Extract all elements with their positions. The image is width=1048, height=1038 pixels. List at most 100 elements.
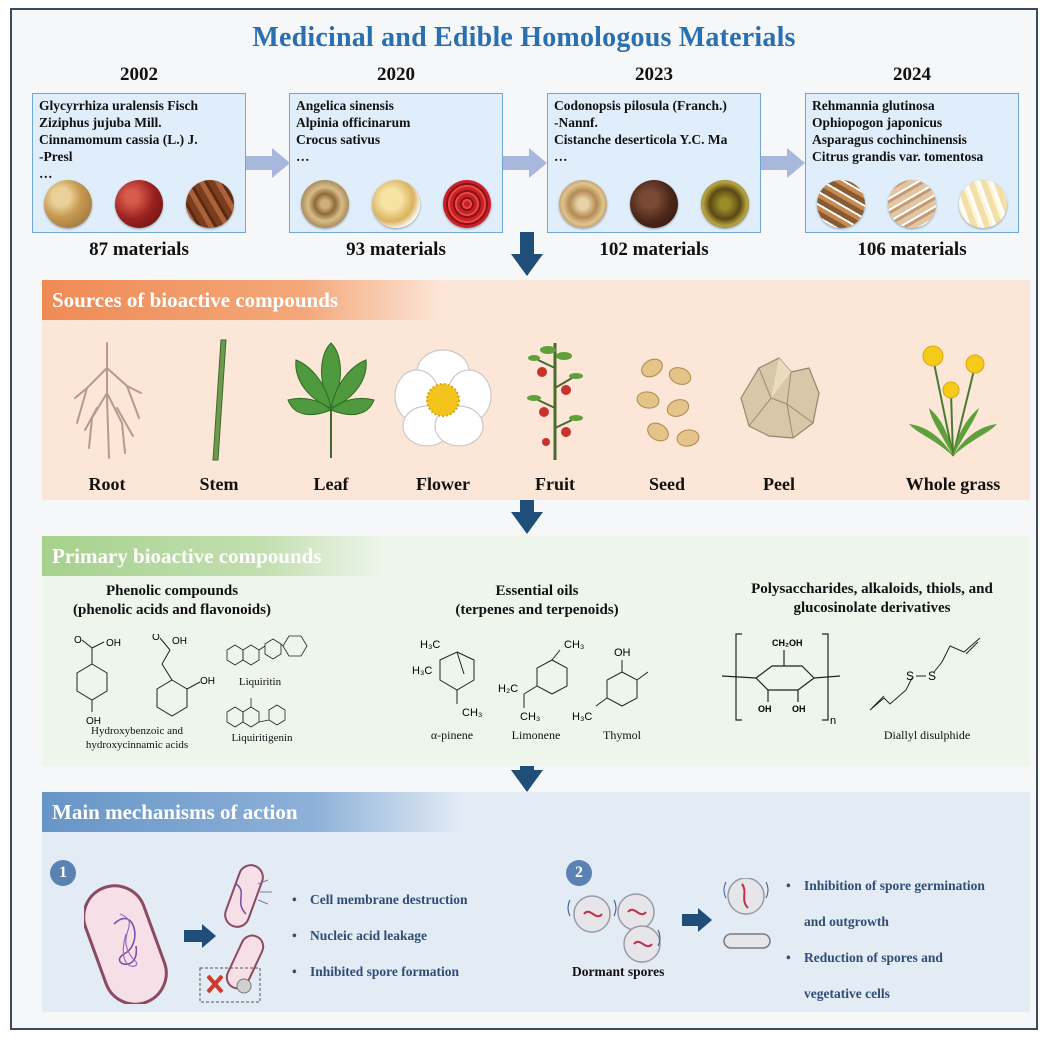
svg-text:OH: OH [614, 647, 631, 659]
molecule-label: Hydroxybenzoic and [91, 725, 183, 737]
source-label: Flower [416, 474, 470, 494]
down-arrow-icon [511, 490, 543, 534]
mechanism-item: •Reduction of spores and [786, 950, 943, 965]
count-2020: 93 materials [346, 239, 446, 260]
cistanche-image [629, 180, 678, 228]
material-name: Crocus sativus [296, 132, 381, 147]
svg-text:S: S [906, 669, 914, 683]
timeline-arrow-icon [761, 148, 805, 178]
source-leaf: Leaf [276, 338, 386, 494]
material-name: Rehmannia glutinosa [812, 98, 935, 113]
svg-text:OH: OH [106, 638, 121, 649]
svg-text:OH: OH [758, 704, 772, 714]
saffron-image [442, 180, 491, 228]
root-icon [74, 342, 142, 459]
seed-icon [636, 358, 700, 447]
year-2023: 2023 [635, 64, 673, 85]
group-title-line: (terpenes and terpenoids) [455, 602, 619, 618]
material-name: Citrus grandis var. tomentosa [812, 149, 984, 164]
group-title-line: glucosinolate derivatives [793, 600, 951, 616]
material-name: -Nannf. [554, 115, 598, 130]
svg-text:H₃C: H₃C [412, 665, 432, 677]
citrus-peel-image [958, 180, 1007, 228]
source-label: Seed [649, 474, 685, 494]
timeline-arrow-icon [503, 148, 547, 178]
svg-text:OH: OH [200, 676, 215, 687]
liquiritigenin-label: Liquiritigenin [231, 732, 293, 744]
material-name: … [39, 166, 53, 181]
mechanisms-section-title: Main mechanisms of action [42, 792, 462, 832]
dormant-spores-label: Dormant spores [572, 964, 665, 979]
angelica-slices-image [301, 180, 350, 228]
group-title-line: Polysaccharides, alkaloids, thiols, and [751, 581, 993, 597]
thymol-label: Thymol [603, 728, 641, 742]
source-fruit: Fruit [500, 338, 610, 494]
material-name: … [296, 149, 310, 164]
source-seed: Seed [612, 338, 722, 494]
count-2023: 102 materials [599, 239, 709, 260]
terpenes-structures: H₃C H₃C CH₃ CH₃ H₂C CH₃ OH H₃C [412, 639, 649, 722]
svg-text:OH: OH [172, 636, 187, 647]
svg-text:CH₃: CH₃ [564, 639, 584, 651]
whole-grass-icon [909, 345, 997, 457]
source-label: Peel [763, 474, 795, 494]
mechanism-item: •Cell membrane destruction [292, 892, 468, 907]
liquiritin-label: Liquiritin [238, 676, 282, 688]
cinnamon-image [185, 180, 234, 228]
licorice-slices-image [44, 180, 93, 228]
material-name: -Presl [39, 149, 73, 164]
polysaccharide-structure: CH₂OH OH OH n [722, 633, 841, 726]
group-title-line: Phenolic compounds [105, 583, 239, 599]
timeline-arrow-icon [246, 148, 290, 178]
mechanism-number-badge: 2 [566, 860, 592, 886]
material-name: Codonopsis pilosula (Franch.) [554, 98, 727, 113]
down-arrow-icon [511, 232, 543, 276]
galangal-image [371, 180, 420, 228]
count-2024: 106 materials [857, 239, 967, 260]
molecule-label: hydroxycinnamic acids [85, 739, 189, 751]
material-name: Asparagus cochinchinensis [812, 132, 967, 147]
year-2020: 2020 [377, 64, 415, 85]
group-title-line: (phenolic acids and flavonoids) [73, 602, 271, 618]
down-arrow-icon [511, 748, 543, 792]
timeline-box-2024: Rehmannia glutinosa Ophiopogon japonicus… [805, 93, 1019, 233]
svg-text:CH₂OH: CH₂OH [772, 638, 803, 648]
infographic-frame: Medicinal and Edible Homologous Material… [10, 8, 1038, 1030]
count-2002: 87 materials [89, 239, 189, 260]
codonopsis-image [559, 180, 608, 228]
hydroxy-acids-structure: OH O OH O OH OH [74, 634, 215, 724]
source-label: Fruit [535, 474, 575, 494]
alpha-pinene-label: α-pinene [430, 728, 474, 742]
year-2024: 2024 [893, 64, 931, 85]
svg-text:O: O [152, 634, 160, 643]
mechanism-item: •Inhibited spore formation [292, 964, 460, 979]
svg-text:OH: OH [86, 716, 101, 724]
liquiritigenin-structure [226, 698, 286, 728]
svg-text:O: O [74, 635, 82, 646]
source-peel: Peel [724, 338, 834, 494]
rehmannia-image [817, 180, 866, 228]
svg-text:n: n [830, 715, 836, 726]
material-name: Cinnamomum cassia (L.) J. [39, 132, 198, 147]
source-label: Whole grass [905, 474, 1001, 494]
diallyl-disulphide-structure: S S [869, 637, 981, 711]
svg-text:H₃C: H₃C [420, 639, 440, 651]
leaf-icon [287, 342, 375, 458]
svg-text:H₂C: H₂C [498, 683, 518, 695]
source-whole-grass: Whole grass [898, 338, 1008, 494]
svg-text:CH₃: CH₃ [520, 711, 540, 722]
source-label: Root [88, 474, 126, 494]
svg-text:S: S [928, 669, 936, 683]
stem-icon [212, 339, 227, 461]
peel-icon [740, 357, 820, 439]
material-name: Ziziphus jujuba Mill. [39, 115, 162, 130]
svg-text:CH₃: CH₃ [462, 707, 482, 719]
main-title: Medicinal and Edible Homologous Material… [252, 22, 796, 53]
jujube-image [114, 180, 163, 228]
material-name: Angelica sinensis [296, 98, 394, 113]
source-label: Leaf [313, 474, 349, 494]
hydroxy-acids-label: Hydroxybenzoic and hydroxycinnamic acids [52, 724, 222, 752]
essential-oils-group-title: Essential oils (terpenes and terpenoids) [422, 582, 652, 620]
liquiritin-structure [226, 635, 308, 666]
source-root: Root [52, 338, 162, 494]
